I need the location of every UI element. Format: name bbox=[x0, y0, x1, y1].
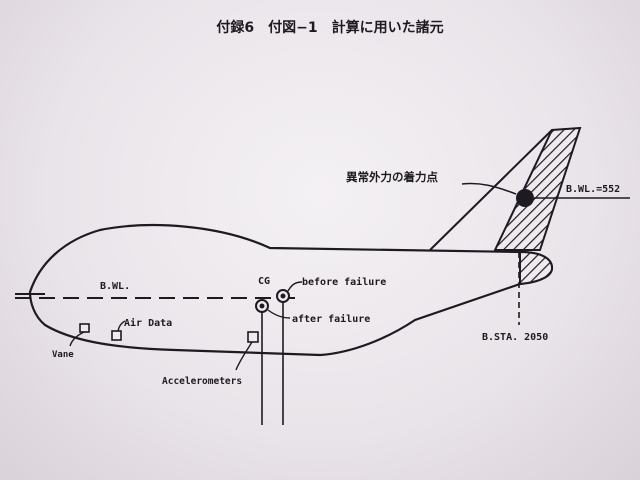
accelerometers-sensor bbox=[247, 331, 259, 343]
body-water-line-label: B.WL. bbox=[100, 281, 130, 292]
tailcone-hatched bbox=[519, 250, 554, 286]
vane-label: Vane bbox=[52, 350, 74, 360]
vane-leader bbox=[69, 331, 85, 347]
accelerometers-leader bbox=[235, 341, 253, 371]
air-data-sensor bbox=[111, 330, 122, 341]
air-data-label: Air Data bbox=[124, 317, 172, 329]
after-failure-leader bbox=[267, 309, 291, 319]
anomaly-force-point-label: 異常外力の着力点 bbox=[346, 170, 438, 184]
tail-leading-edge bbox=[429, 129, 553, 251]
cg-before-failure-dot bbox=[280, 293, 286, 299]
force-point-leader bbox=[461, 182, 517, 195]
vane-sensor bbox=[79, 323, 90, 333]
cg-label: CG bbox=[258, 276, 270, 287]
tail-water-line-label: B.WL.=552 bbox=[566, 184, 620, 195]
before-failure-label: before failure bbox=[302, 276, 386, 288]
cg-after-failure-dot bbox=[259, 303, 265, 309]
diagram-title: 付録6 付図−1 計算に用いた諸元 bbox=[216, 19, 443, 36]
force-point-marker bbox=[516, 189, 534, 207]
accelerometers-label: Accelerometers bbox=[162, 376, 242, 387]
station-label: B.STA. 2050 bbox=[482, 332, 548, 343]
air-data-leader bbox=[117, 320, 126, 332]
after-failure-label: after failure bbox=[292, 313, 370, 325]
before-failure-leader bbox=[287, 281, 303, 292]
tail-rudder-hatched bbox=[493, 126, 582, 251]
